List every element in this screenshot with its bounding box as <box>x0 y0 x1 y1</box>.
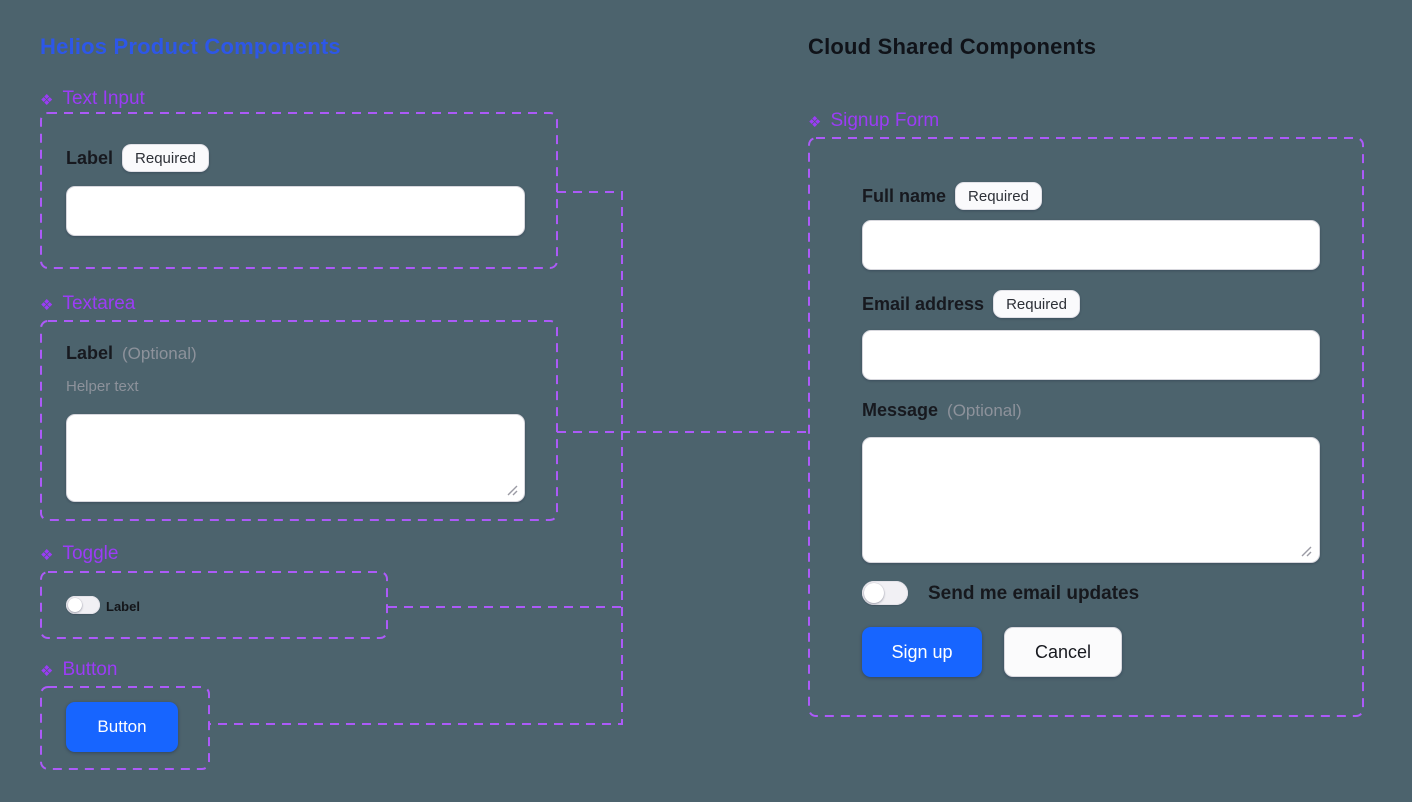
full-name-input[interactable] <box>862 220 1320 270</box>
email-label: Email address <box>862 293 985 314</box>
component-heading-button[interactable]: ❖ Button <box>40 659 117 681</box>
text-input-label-row: Label Required <box>66 144 209 172</box>
required-badge: Required <box>955 182 1042 210</box>
text-input-component-frame[interactable]: Label Required <box>40 112 558 269</box>
component-heading-textarea[interactable]: ❖ Textarea <box>40 293 135 315</box>
cloud-library-title: Cloud Shared Components <box>808 34 1097 59</box>
email-input[interactable] <box>862 330 1320 380</box>
signup-form-component-frame[interactable]: Full name Required Email address Require… <box>808 137 1364 717</box>
dashed-outline <box>40 112 558 269</box>
toggle-component-frame[interactable]: Label <box>40 571 388 639</box>
component-heading-label: Text Input <box>62 88 145 109</box>
dashed-outline <box>40 686 210 770</box>
component-heading-text-input[interactable]: ❖ Text Input <box>40 88 145 110</box>
button-component-frame[interactable]: Button <box>40 686 210 770</box>
message-label-row: Message (Optional) <box>862 400 1022 421</box>
textarea-component-frame[interactable]: Label (Optional) Helper text <box>40 320 558 521</box>
message-label: Message <box>862 400 939 420</box>
primary-button[interactable]: Button <box>66 702 178 752</box>
component-icon: ❖ <box>40 662 54 680</box>
dashed-outline <box>808 137 1364 717</box>
email-label-row: Email address Required <box>862 290 1080 318</box>
textarea-label-row: Label (Optional) <box>66 343 197 364</box>
full-name-label: Full name <box>862 185 947 206</box>
full-name-label-row: Full name Required <box>862 182 1042 210</box>
textarea-helper-text: Helper text <box>66 378 139 395</box>
email-updates-label: Send me email updates <box>928 583 1140 604</box>
dashed-outline <box>40 320 558 521</box>
toggle-switch[interactable] <box>66 596 100 614</box>
toggle-knob <box>864 583 884 603</box>
optional-hint: (Optional) <box>122 343 197 363</box>
required-badge: Required <box>122 144 209 172</box>
required-badge: Required <box>993 290 1080 318</box>
component-heading-label: Signup Form <box>830 110 940 131</box>
component-heading-toggle[interactable]: ❖ Toggle <box>40 543 118 565</box>
component-heading-label: Textarea <box>62 293 136 314</box>
email-updates-toggle[interactable] <box>862 581 908 605</box>
sign-up-button[interactable]: Sign up <box>862 627 982 677</box>
component-icon: ❖ <box>40 296 54 314</box>
component-icon: ❖ <box>40 91 54 109</box>
toggle-label: Label <box>106 599 140 614</box>
helios-library-title: Helios Product Components <box>40 34 341 59</box>
component-heading-signup-form[interactable]: ❖ Signup Form <box>808 110 939 132</box>
text-input-label: Label <box>66 147 114 168</box>
component-icon: ❖ <box>808 113 822 131</box>
textarea-label: Label <box>66 343 114 363</box>
textarea-field[interactable] <box>66 414 525 502</box>
optional-hint: (Optional) <box>947 400 1022 420</box>
text-input-field[interactable] <box>66 186 525 236</box>
message-textarea[interactable] <box>862 437 1320 563</box>
cancel-button[interactable]: Cancel <box>1004 627 1122 677</box>
component-heading-label: Toggle <box>62 543 119 564</box>
component-icon: ❖ <box>40 546 54 564</box>
toggle-knob <box>68 598 82 612</box>
component-heading-label: Button <box>62 659 118 680</box>
dashed-outline <box>40 571 388 639</box>
